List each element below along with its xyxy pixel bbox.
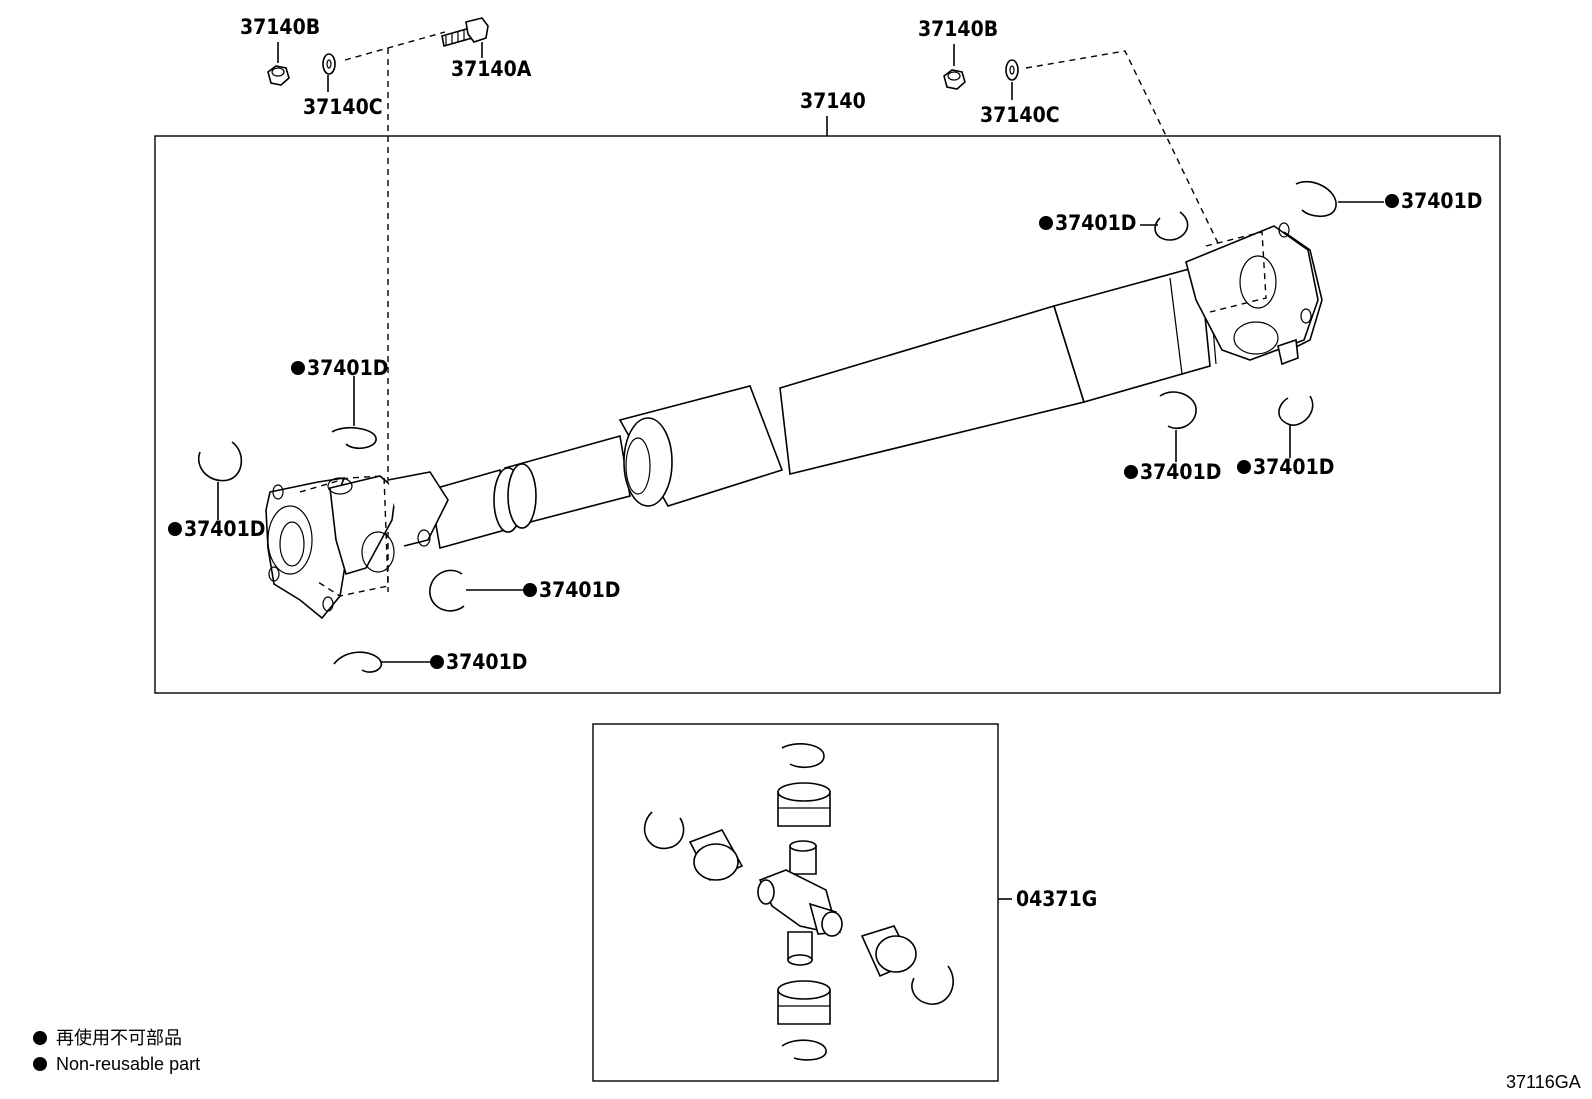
bolt xyxy=(441,17,489,58)
washer-left xyxy=(322,53,336,92)
spider-kit-parts xyxy=(643,743,954,1061)
label-nut-left: 37140B xyxy=(240,15,320,39)
label-main-assembly: 37140 xyxy=(800,89,866,113)
label-snap-ring: 37401D xyxy=(1140,460,1221,484)
label-snap-ring: 37401D xyxy=(1055,211,1136,235)
label-snap-ring: 37401D xyxy=(1253,455,1334,479)
label-nut-right: 37140B xyxy=(918,17,998,41)
label-bolt: 37140A xyxy=(451,57,532,81)
legend-text-en: Non-reusable part xyxy=(56,1054,200,1074)
label-washer-right: 37140C xyxy=(980,103,1060,127)
label-spider-kit: 04371G xyxy=(1016,887,1097,911)
non-reusable-markers xyxy=(168,194,1399,669)
snap-ring-mid-right-a xyxy=(1159,391,1197,462)
snap-ring-left-lower-b xyxy=(333,651,432,673)
snap-ring-mid-right-b xyxy=(1278,395,1314,458)
label-snap-ring: 37401D xyxy=(446,650,527,674)
nut-right xyxy=(943,44,966,90)
legend: 再使用不可部品 Non-reusable part xyxy=(33,1028,200,1074)
legend-bullet xyxy=(33,1057,47,1071)
snap-ring-left-outer xyxy=(197,441,243,520)
snap-ring-left-lower-a xyxy=(429,569,524,612)
label-washer-left: 37140C xyxy=(303,95,383,119)
snap-ring-top-right-b xyxy=(1295,181,1384,218)
legend-text-jp: 再使用不可部品 xyxy=(56,1028,182,1048)
spider-kit-frame xyxy=(592,723,999,1082)
nut-left xyxy=(267,42,290,86)
figure-code: 37116GA xyxy=(1506,1072,1581,1092)
legend-bullet xyxy=(33,1031,47,1045)
washer-right xyxy=(1005,59,1019,100)
label-snap-ring: 37401D xyxy=(184,517,265,541)
propeller-shaft xyxy=(265,222,1323,620)
label-snap-ring: 37401D xyxy=(1401,189,1482,213)
label-snap-ring: 37401D xyxy=(307,356,388,380)
label-snap-ring: 37401D xyxy=(539,578,620,602)
snap-ring-left-upper xyxy=(331,376,377,450)
snap-ring-top-right-a xyxy=(1140,211,1189,241)
